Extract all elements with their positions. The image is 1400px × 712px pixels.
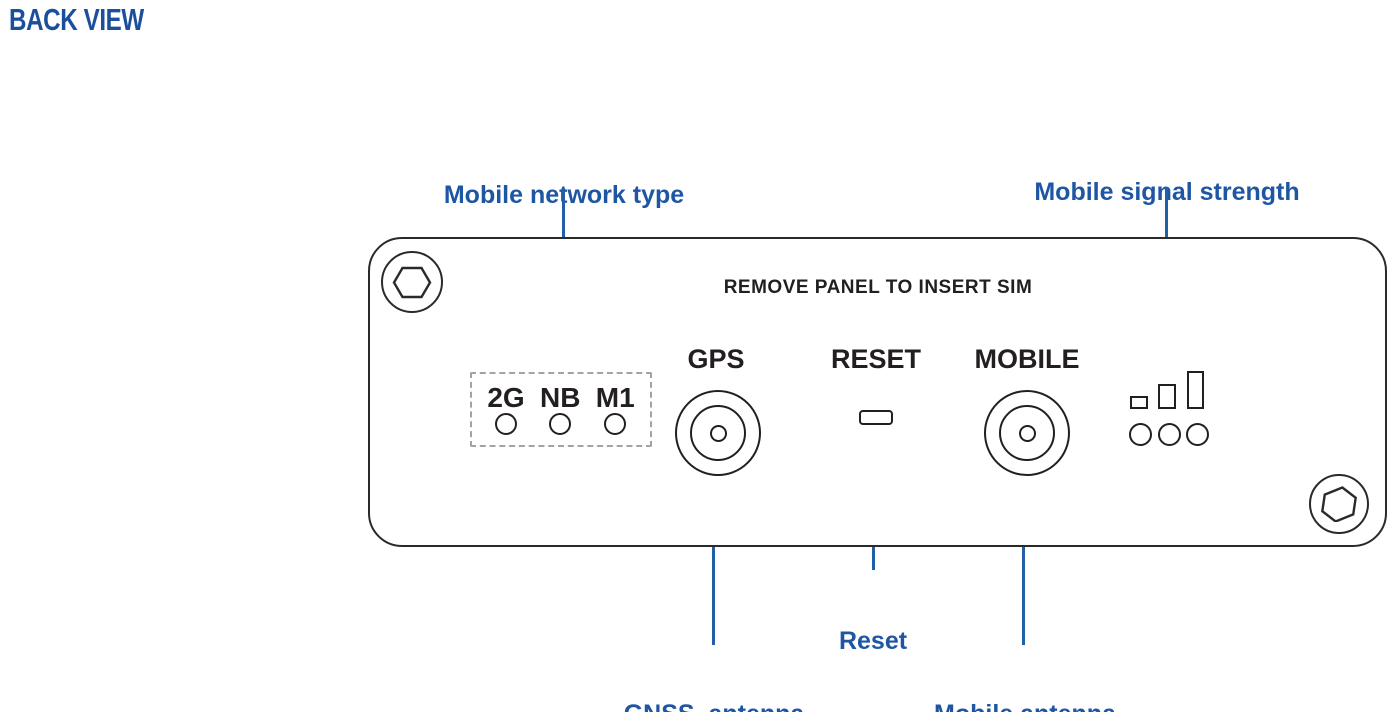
leader-line-gnss-connector: [712, 473, 715, 645]
connector-pin: [709, 424, 727, 442]
sim-notice-text: REMOVE PANEL TO INSERT SIM: [723, 277, 1033, 298]
mobile-label: MOBILE: [974, 344, 1080, 374]
screw-icon-bottom-right: [1309, 474, 1369, 534]
connector-ring: [999, 405, 1055, 461]
callout-mobile-connector: Mobile antenna connector: [900, 644, 1150, 712]
led-label: NB: [539, 382, 581, 413]
reset-label: RESET: [830, 344, 922, 374]
callout-line: Mobile antenna: [900, 700, 1150, 712]
led-m1: M1: [596, 384, 635, 435]
hex-socket-icon: [392, 266, 432, 298]
reset-button: [859, 410, 893, 425]
network-type-led-group: 2G NB M1: [470, 372, 652, 447]
gps-label: GPS: [687, 344, 745, 374]
signal-bar-icon: [1130, 396, 1148, 409]
callout-line: Mobile network type: [443, 181, 685, 209]
callout-line: Reset: [838, 627, 908, 655]
led-circle-icon: [1129, 423, 1152, 446]
led-label: M1: [595, 382, 635, 413]
led-nb: NB: [540, 384, 580, 435]
hex-socket-icon: [1321, 486, 1357, 522]
led-circle-icon: [1158, 423, 1181, 446]
gnss-antenna-connector-icon: [675, 390, 761, 476]
callout-reset-button: Reset button: [773, 571, 973, 712]
callout-line: Mobile signal strength: [1034, 178, 1300, 206]
screw-icon-top-left: [381, 251, 443, 313]
mobile-antenna-connector-icon: [984, 390, 1070, 476]
connector-ring: [690, 405, 746, 461]
led-circle-icon: [1186, 423, 1209, 446]
led-label: 2G: [487, 382, 525, 413]
led-circle-icon: [549, 413, 572, 435]
signal-bar-icon: [1187, 371, 1204, 409]
device-panel: REMOVE PANEL TO INSERT SIM 2G NB M1 GPS: [368, 237, 1387, 547]
leader-line-mobile-connector: [1022, 473, 1025, 645]
signal-bar-icon: [1158, 384, 1176, 409]
callout-gnss-connector: GNSS antenna connector: [589, 644, 839, 712]
led-circle-icon: [494, 413, 517, 435]
led-circle-icon: [604, 413, 627, 435]
led-2g: 2G: [487, 382, 525, 435]
page-title: BACK VIEW: [9, 2, 144, 37]
connector-pin: [1018, 424, 1036, 442]
callout-line: GNSS antenna: [589, 700, 839, 712]
